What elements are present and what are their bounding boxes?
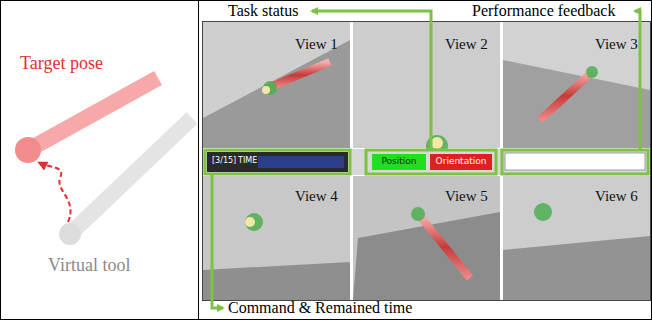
annotation-label: Task status	[228, 2, 298, 20]
view-panel: View 2	[353, 22, 500, 148]
view-panel: View 1	[203, 22, 350, 148]
view-title: View 4	[295, 188, 338, 205]
view-title: View 2	[445, 36, 488, 53]
view-panel: View 5	[353, 176, 500, 300]
annotation-label: Command & Remained time	[228, 299, 412, 317]
view-panel: View 3	[503, 22, 650, 148]
view-scenes	[203, 22, 650, 300]
status-indicator: Orientation	[430, 154, 492, 170]
view-panel: View 6	[503, 176, 650, 300]
view-panel: View 4	[203, 176, 350, 300]
annotation-label: [3/15]	[212, 157, 236, 166]
status-indicator: Position	[372, 154, 426, 170]
annotation-label: Target pose	[20, 54, 103, 74]
indicator-text: Orientation	[436, 157, 487, 167]
indicator-text: Position	[381, 157, 416, 167]
view-title: View 1	[295, 36, 338, 53]
annotation-label: Virtual tool	[48, 256, 130, 276]
view-title: View 3	[595, 36, 638, 53]
annotation-label: Performance feedback	[472, 2, 615, 20]
annotation-label: TIME	[238, 157, 257, 166]
view-title: View 6	[595, 188, 638, 205]
view-title: View 5	[445, 188, 488, 205]
